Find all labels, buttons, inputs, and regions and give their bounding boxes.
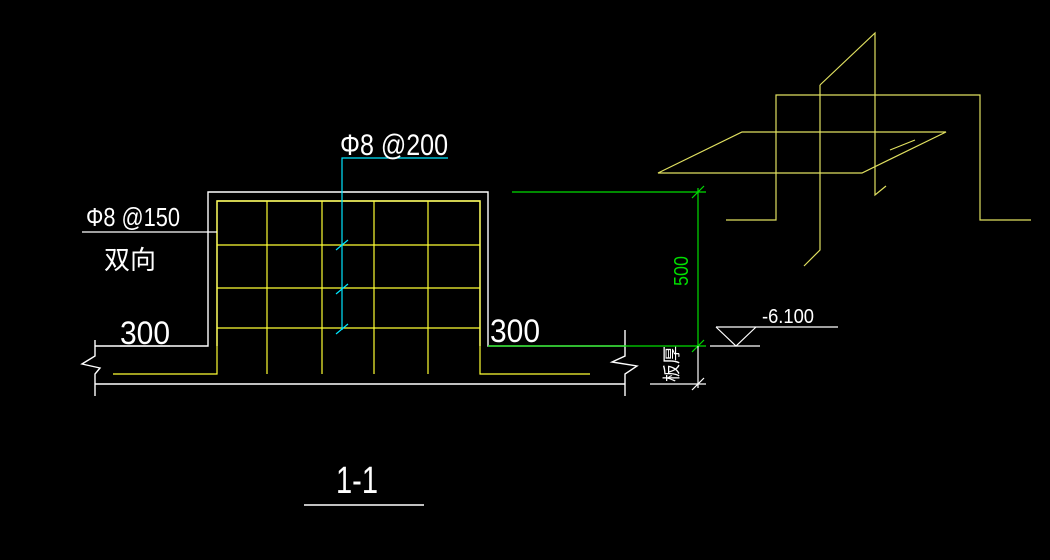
label-rebar-mesh-note: 双向 [104,246,156,276]
elevation-marker [710,326,838,347]
break-left [80,340,102,396]
label-rebar-mesh: Φ8 @150 [86,202,180,232]
isometric-rebar-sketch [657,31,1031,267]
leader-tick-2 [335,283,349,295]
dim-tick-top [691,185,705,199]
leader-tick-1 [335,239,349,251]
iso-tick [889,139,916,151]
label-dim-right: 300 [490,313,540,349]
iso-frame [726,94,1031,221]
label-slab-note: 板厚 [662,346,683,382]
leader-top-rebar [335,157,448,335]
section-title: 1-1 [336,460,378,502]
label-elevation: -6.100 [762,306,814,328]
label-rebar-top: Φ8 @200 [340,129,448,162]
iso-vertical-1 [803,85,821,267]
outline-inner [216,200,481,346]
label-dim-height: 500 [671,256,693,286]
iso-vertical-2 [819,31,887,197]
elevation-triangle [715,326,757,347]
dimension-slab [650,346,706,391]
leader-line [341,157,448,330]
slab-tick [691,377,705,391]
rebar-bottom [113,200,590,375]
leader-tick-3 [335,323,349,335]
label-dim-left: 300 [120,315,170,351]
break-right [609,330,639,396]
iso-plane [657,131,947,174]
rebar-mesh [113,200,590,375]
